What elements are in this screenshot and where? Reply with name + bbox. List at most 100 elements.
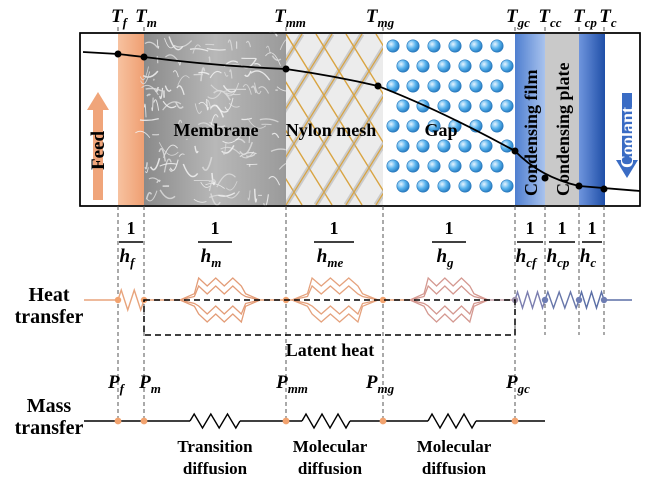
latent-heat-label: Latent heat (286, 340, 375, 360)
gap-bubble (490, 119, 504, 133)
gap-bubble (490, 79, 504, 93)
membrane-label: Membrane (174, 120, 259, 140)
mass-transfer-network (84, 412, 545, 430)
svg-text:1: 1 (211, 218, 220, 238)
diffusion-label-2a: Molecular (293, 437, 368, 456)
gap-bubble (490, 39, 504, 53)
temperature-label-mg: Tmg (366, 6, 395, 30)
gap-bubble (406, 39, 420, 53)
gap-bubble (437, 139, 451, 153)
temperature-label-gc: Tgc (506, 6, 530, 30)
gap-bubble (406, 159, 420, 173)
gap-bubble (479, 99, 493, 113)
gap-bubble (386, 159, 400, 173)
gap-bubble (469, 39, 483, 53)
gap-bubble (469, 159, 483, 173)
heat-node (541, 296, 549, 304)
resistance-1-over-hc: 1 hc (580, 218, 602, 270)
feed-arrow (87, 92, 109, 200)
gap-bubble (437, 99, 451, 113)
coolant-label: Coolant (617, 107, 637, 168)
gap-bubble (458, 99, 472, 113)
gap-bubble (437, 179, 451, 193)
gap-bubble (500, 179, 514, 193)
resistance-1-over-hf: 1hf (119, 218, 143, 270)
coolant-layer (579, 34, 605, 205)
gap-label: Gap (424, 120, 457, 140)
guide-lines (117, 206, 605, 422)
temperature-label-cc: Tcc (538, 6, 561, 30)
node-tc (600, 185, 608, 193)
pressure-label-f: Pf (107, 372, 126, 396)
gap-bubble (479, 179, 493, 193)
mass-node (282, 417, 290, 425)
diffusion-label-2b: diffusion (298, 459, 363, 478)
node-tm (140, 53, 148, 61)
resistance-1-over-hg: 1hg (432, 218, 466, 270)
diffusion-labels: Transition diffusion Molecular diffusion… (177, 437, 491, 478)
gap-bubble (458, 139, 472, 153)
svg-text:hc: hc (580, 246, 597, 270)
node-tmm (282, 65, 290, 73)
gap-bubble (490, 159, 504, 173)
svg-text:1: 1 (445, 218, 454, 238)
mass-node (511, 417, 519, 425)
condensing-plate-label: Condensing plate (553, 62, 573, 196)
temperature-nodes (114, 50, 608, 193)
feed-label: Feed (88, 131, 109, 170)
temperature-label-c: Tc (599, 6, 617, 30)
gap-bubble (396, 139, 410, 153)
gap-bubble (458, 59, 472, 73)
gap-bubble (469, 79, 483, 93)
gap-bubble (458, 179, 472, 193)
diffusion-label-1b: diffusion (183, 459, 248, 478)
mass-node (114, 417, 122, 425)
coolant-arrow (616, 93, 638, 178)
condensing-film-label: Condensing film (521, 69, 541, 196)
mass-node (140, 417, 148, 425)
heat-transfer-title-line1: Heat (28, 284, 70, 306)
gap-bubble (386, 119, 400, 133)
gap-bubble (448, 39, 462, 53)
gap-bubble (437, 59, 451, 73)
gap-bubble (386, 39, 400, 53)
gap-bubble (427, 119, 441, 133)
mass-node (379, 417, 387, 425)
temperature-label-m: Tm (135, 6, 157, 30)
gap-bubble (448, 159, 462, 173)
node-tmg (374, 82, 382, 90)
gap-bubble (416, 139, 430, 153)
gap-bubble (396, 179, 410, 193)
mass-transfer-title-line1: Mass (26, 395, 72, 417)
svg-text:hme: hme (317, 246, 344, 270)
gap-bubble (396, 99, 410, 113)
pressure-label-mm: Pmm (275, 372, 308, 396)
svg-text:1: 1 (127, 218, 136, 238)
mass-transfer-title-line2: transfer (14, 417, 84, 439)
svg-text:hm: hm (201, 246, 222, 270)
nylon-mesh-label: Nylon mesh (286, 120, 377, 140)
pressure-label-gc: Pgc (505, 372, 530, 396)
temperature-label-mm: Tmm (274, 6, 306, 30)
diffusion-label-1a: Transition (177, 437, 253, 456)
gap-bubble (500, 99, 514, 113)
node-tf (114, 50, 122, 58)
svg-text:1: 1 (588, 218, 597, 238)
heat-transfer-network (84, 276, 632, 324)
gap-bubble (500, 59, 514, 73)
structure-panel (79, 30, 641, 207)
membrane-fibers (135, 30, 297, 207)
heat-node (114, 296, 122, 304)
heat-node (575, 296, 583, 304)
node-tcp (575, 182, 583, 190)
mass-transfer-title: Mass transfer (14, 395, 84, 439)
gap-bubble (479, 59, 493, 73)
gap-bubble (427, 39, 441, 53)
mesh-strands (286, 34, 383, 205)
pressure-label-mg: Pmg (365, 372, 395, 396)
